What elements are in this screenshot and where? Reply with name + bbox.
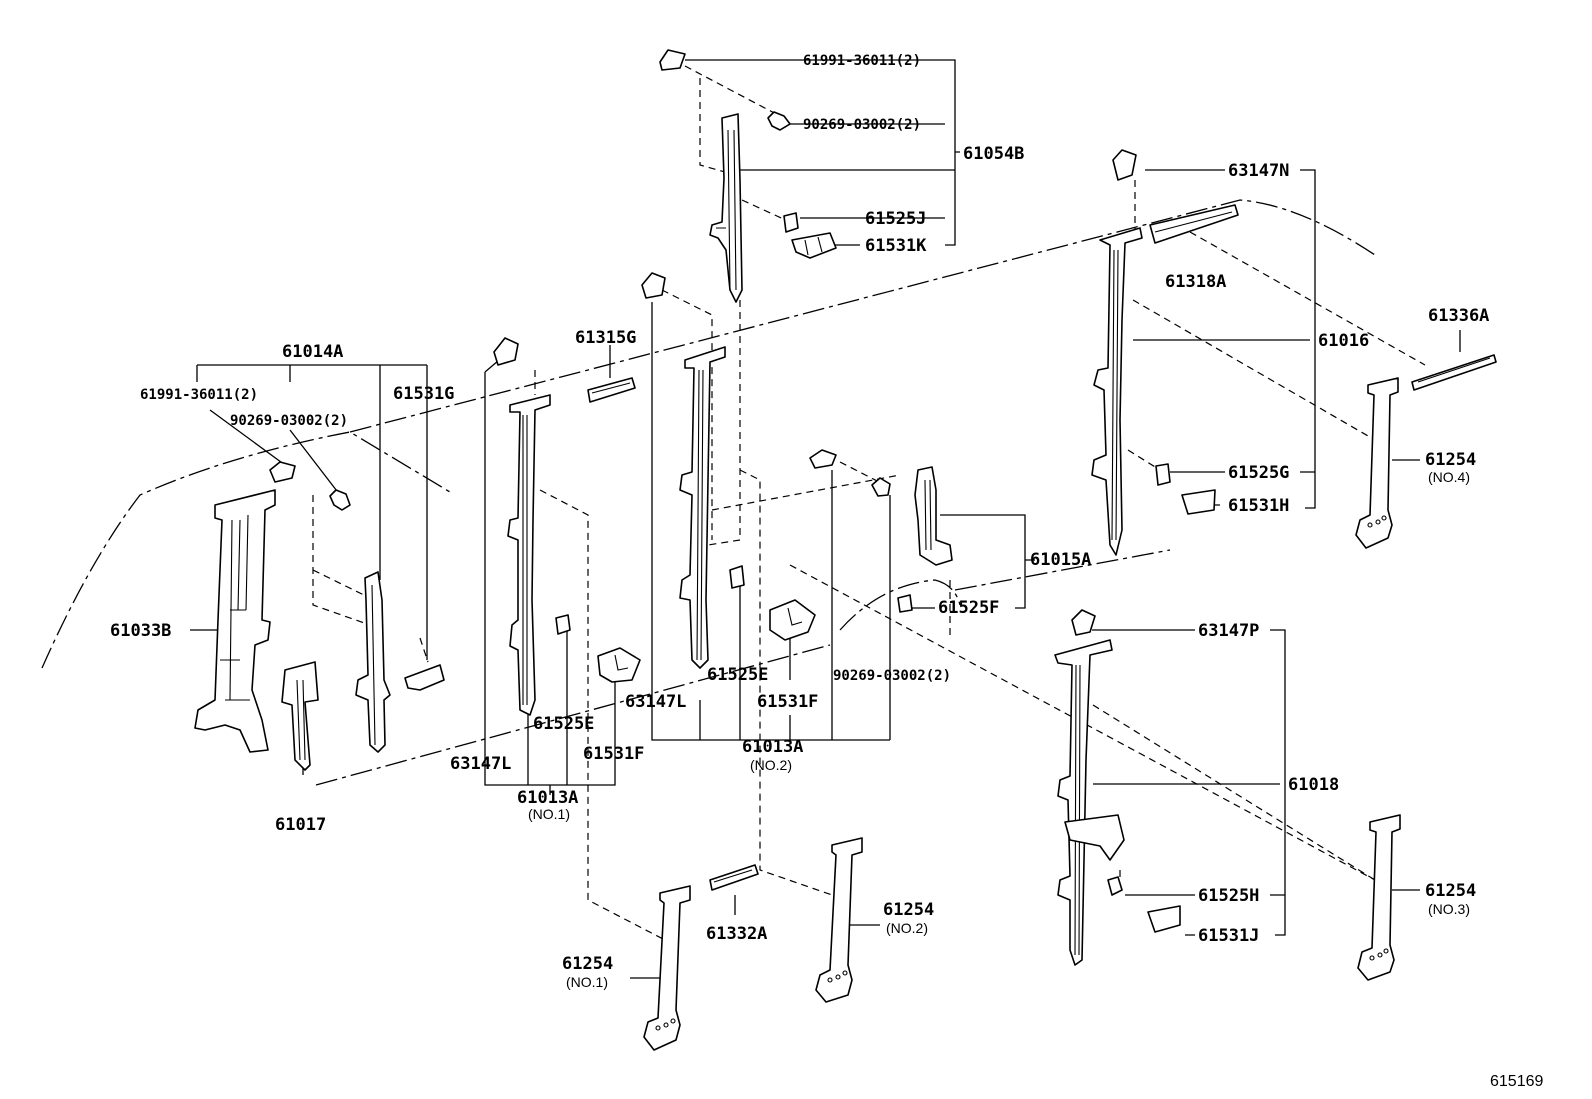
clip-61525h	[1107, 876, 1123, 896]
sublabel-no1-a: (NO.1)	[528, 806, 570, 822]
label-63147p: 63147P	[1198, 621, 1259, 641]
label-61017: 61017	[275, 815, 326, 835]
bracket-61017	[281, 661, 319, 771]
clip-61525g	[1155, 463, 1171, 486]
label-61531h: 61531H	[1228, 496, 1289, 516]
clip-63147l-a	[493, 337, 519, 366]
pillar-61018	[1054, 639, 1113, 966]
label-61013a-no1: 61013A	[517, 788, 578, 808]
label-61254-no3: 61254	[1425, 881, 1476, 901]
label-61015a: 61015A	[1030, 550, 1091, 570]
label-61525f: 61525F	[938, 598, 999, 618]
diagram-reference-number: 615169	[1490, 1073, 1543, 1090]
assembly-dashes	[312, 65, 1426, 941]
pillar-61054b	[709, 113, 743, 303]
label-61336a: 61336A	[1428, 306, 1489, 326]
parts	[194, 49, 1497, 1051]
label-61014a: 61014A	[282, 342, 343, 362]
bolt-90269-mid	[871, 477, 891, 497]
label-61315g: 61315G	[575, 328, 636, 348]
label-61254-no1: 61254	[562, 954, 613, 974]
label-63147l-a: 63147L	[450, 754, 511, 774]
trim-61254-no3	[1357, 814, 1401, 981]
label-63147n: 63147N	[1228, 161, 1289, 181]
clip-61525j	[783, 212, 799, 233]
label-61525j: 61525J	[865, 209, 926, 229]
label-61991-top: 61991-36011(2)	[803, 53, 921, 69]
clip-mid	[809, 449, 837, 469]
sublabel-no3: (NO.3)	[1428, 901, 1470, 917]
label-61318a: 61318A	[1165, 272, 1226, 292]
clip-63147l-b	[641, 272, 666, 299]
pad-61531h	[1181, 489, 1216, 515]
label-61531f-a: 61531F	[583, 744, 644, 764]
label-61991-left: 61991-36011(2)	[140, 387, 258, 403]
pad-61531k	[791, 232, 837, 259]
label-90269-mid: 90269-03002(2)	[833, 668, 951, 684]
label-61254-no2: 61254	[883, 900, 934, 920]
label-61525e-a: 61525E	[533, 714, 594, 734]
trim-61254-no2	[815, 837, 863, 1003]
clip-63147n	[1112, 149, 1137, 181]
pillar-61013a-no1	[507, 394, 551, 716]
label-63147l-b: 63147L	[625, 692, 686, 712]
label-61033b: 61033B	[110, 621, 171, 641]
rail-61318a	[1149, 204, 1239, 244]
sublabel-no2-b: (NO.2)	[886, 920, 928, 936]
label-61531f-b: 61531F	[757, 692, 818, 712]
bracket-61015a	[914, 466, 953, 566]
sublabel-no4: (NO.4)	[1428, 469, 1470, 485]
clip-61525e-b	[729, 565, 745, 589]
label-61531g: 61531G	[393, 384, 454, 404]
trim-61254-no4	[1355, 377, 1399, 549]
sublabel-no1-b: (NO.1)	[566, 974, 608, 990]
label-90269-left: 90269-03002(2)	[230, 413, 348, 429]
clip-61991-top	[659, 49, 686, 71]
label-61018: 61018	[1288, 775, 1339, 795]
pad-61531j	[1147, 905, 1181, 933]
sublabel-no2-a: (NO.2)	[750, 757, 792, 773]
label-61332a: 61332A	[706, 924, 767, 944]
trim-61254-no1	[643, 885, 691, 1051]
clip-63147p	[1071, 609, 1096, 636]
labels: 61991-36011(2) 90269-03002(2) 61054B 615…	[110, 53, 1543, 1090]
rail-61336a	[1411, 354, 1497, 391]
pad-61531f-b	[769, 599, 816, 641]
label-90269-top: 90269-03002(2)	[803, 117, 921, 133]
clip-61525e-a	[555, 614, 571, 635]
label-61525h: 61525H	[1198, 886, 1259, 906]
clip-61991-left	[269, 461, 296, 483]
pad-61531g	[404, 664, 445, 691]
rail-61332a	[709, 864, 759, 891]
label-61531j: 61531J	[1198, 926, 1259, 946]
label-61054b: 61054B	[963, 144, 1024, 164]
bolt-90269-top	[767, 111, 791, 131]
label-61013a-no2: 61013A	[742, 737, 803, 757]
bolt-90269-left	[329, 489, 351, 511]
clip-61525f	[897, 594, 913, 613]
label-61254-no4: 61254	[1425, 450, 1476, 470]
rail-61315g	[587, 377, 636, 403]
label-61531k: 61531K	[865, 236, 927, 256]
leader-lines	[190, 59, 1461, 979]
label-61016: 61016	[1318, 331, 1369, 351]
pillar-61033b	[194, 489, 276, 753]
pad-61531f-a	[597, 647, 641, 683]
label-61525g: 61525G	[1228, 463, 1289, 483]
body-outline	[41, 199, 1376, 786]
label-61525e-b: 61525E	[707, 665, 768, 685]
